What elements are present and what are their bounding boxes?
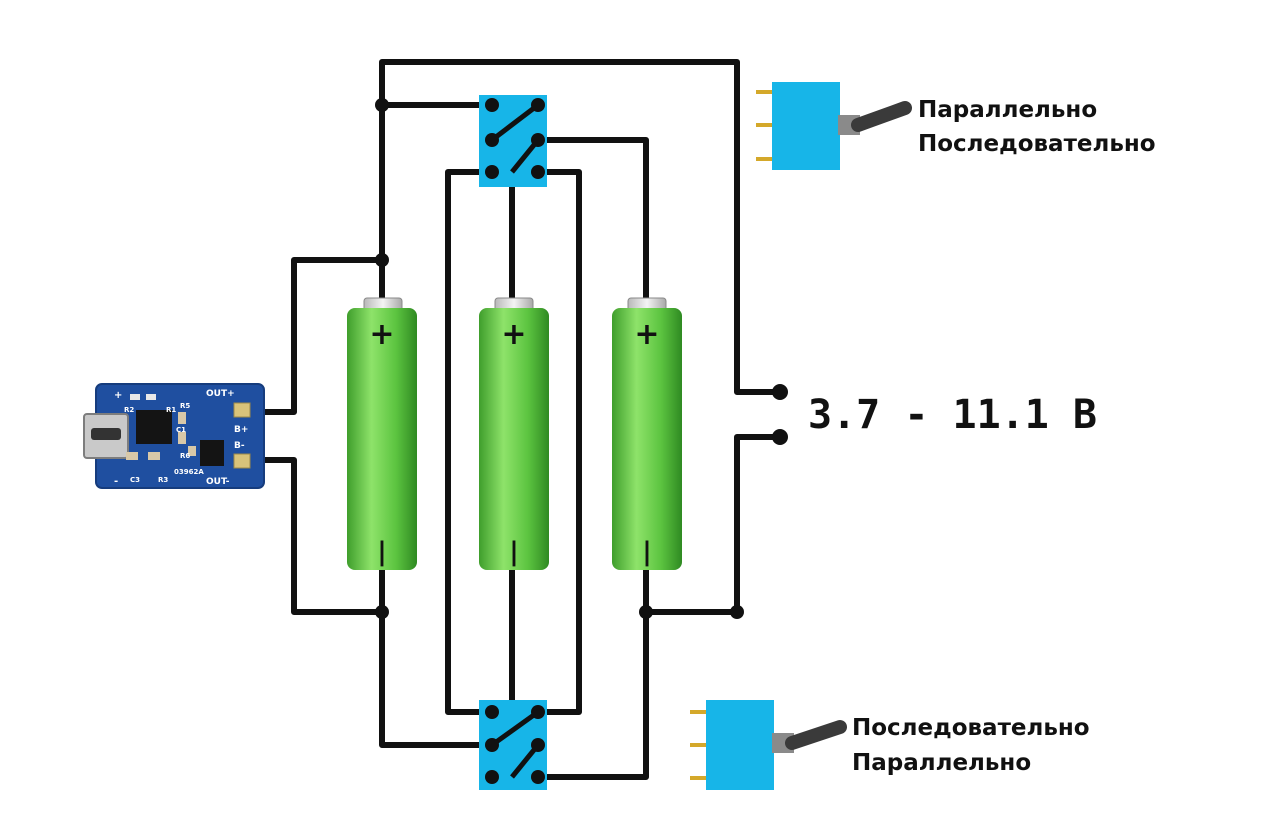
charger-chip [136,410,172,444]
pcb-label-r5: R5 [180,402,190,410]
toggle-bottom-label-1: Последовательно [852,715,1090,741]
battery-3-positive-sign: + [634,317,659,352]
battery-1: + | [347,297,417,570]
output-voltage-label: 3.7 - 11.1 В [808,392,1097,438]
pcb-label-bminus: B- [234,441,245,451]
wire-top-switch-right [535,137,649,309]
toggle-bottom-label-2: Параллельно [852,750,1031,776]
battery-2-negative-sign: | [509,537,519,567]
wire-charger-bminus [237,457,385,615]
wires [237,59,783,780]
bottom-switch[interactable] [479,700,547,790]
battery-1-positive-sign: + [369,317,394,352]
pcb-label-bplus: B+ [234,425,248,435]
pcb-label-r3: R3 [158,476,168,484]
toggle-switch-bottom-icon [690,700,847,790]
battery-2: + | [479,297,549,570]
pcb-label-r1: R1 [166,406,176,414]
battery-1-negative-sign: | [377,537,387,567]
output-negative-terminal[interactable] [772,429,788,445]
toggle-top-label-2: Последовательно [918,131,1156,157]
output-terminals[interactable] [772,384,788,445]
pcb-label-chip-code: 03962A [174,468,204,476]
pcb-label-c3: C3 [130,476,140,484]
pcb-label-outplus: OUT+ [206,389,235,399]
pcb-label-outminus: OUT- [206,477,230,487]
pcb-label-plus: + [114,390,122,401]
wire-output-positive [379,59,783,395]
wire-cross-right [535,169,582,715]
toggle-switch-top-icon [756,82,912,170]
top-switch[interactable] [479,95,547,187]
junction-dots [375,98,744,619]
battery-3-negative-sign: | [642,537,652,567]
wire-bottom-switch-right [535,609,649,780]
output-positive-terminal[interactable] [772,384,788,400]
pcb-label-minus: - [114,476,118,487]
pcb-label-r2: R2 [124,406,134,414]
charger-board: OUT+ B+ B- OUT- R5 R2 R1 C1 R6 C3 R3 039… [83,383,265,489]
wire-batt1-negative [379,562,489,748]
pcb-label-c1: C1 [176,426,186,434]
wire-charger-bplus [237,257,385,415]
battery-3: + | [612,297,682,570]
wire-cross-left [445,169,495,715]
battery-2-positive-sign: + [501,317,526,352]
toggle-top-label-1: Параллельно [918,97,1097,123]
pcb-label-r6: R6 [180,452,190,460]
